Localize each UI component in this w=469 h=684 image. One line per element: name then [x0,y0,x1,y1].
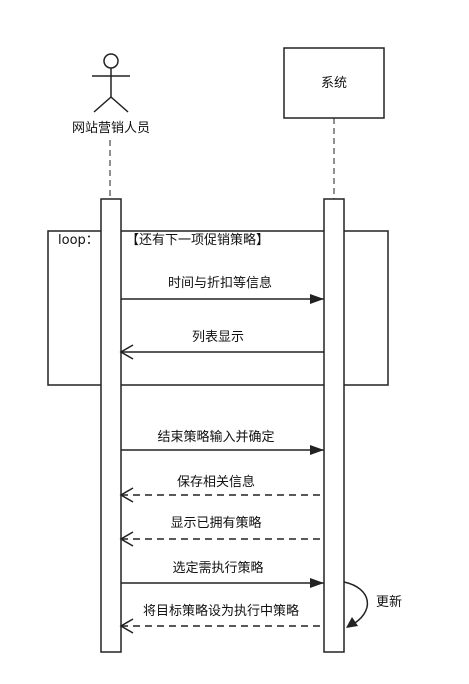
message-arrow [119,618,324,634]
system-label: 系统 [320,76,348,91]
message-label: 显示已拥有策略 [170,516,262,531]
message-arrow [119,531,324,547]
system-activation-bar [323,198,345,653]
message-label: 结束策略输入并确定 [157,430,275,445]
message-label: 列表显示 [191,330,245,345]
message-arrow [121,578,324,588]
self-message-arrow [343,581,368,628]
message-label: 将目标策略设为执行中策略 [142,604,300,619]
message-arrow [119,344,324,360]
actor-icon [92,53,130,113]
actor-label: 网站营销人员 [71,121,151,136]
system-box [283,47,385,119]
loop-keyword: loop： [58,233,99,248]
message-arrow [121,445,324,455]
actor-activation-bar [100,198,122,653]
message-label: 时间与折扣等信息 [167,276,273,291]
message-arrow [121,294,324,304]
loop-guard: 【还有下一项促销策略】 [126,233,270,248]
message-label: 选定需执行策略 [172,561,264,576]
self-message-label: 更新 [376,595,403,610]
message-label: 保存相关信息 [176,475,256,490]
loop-frame [47,230,389,386]
message-arrow [119,487,324,503]
